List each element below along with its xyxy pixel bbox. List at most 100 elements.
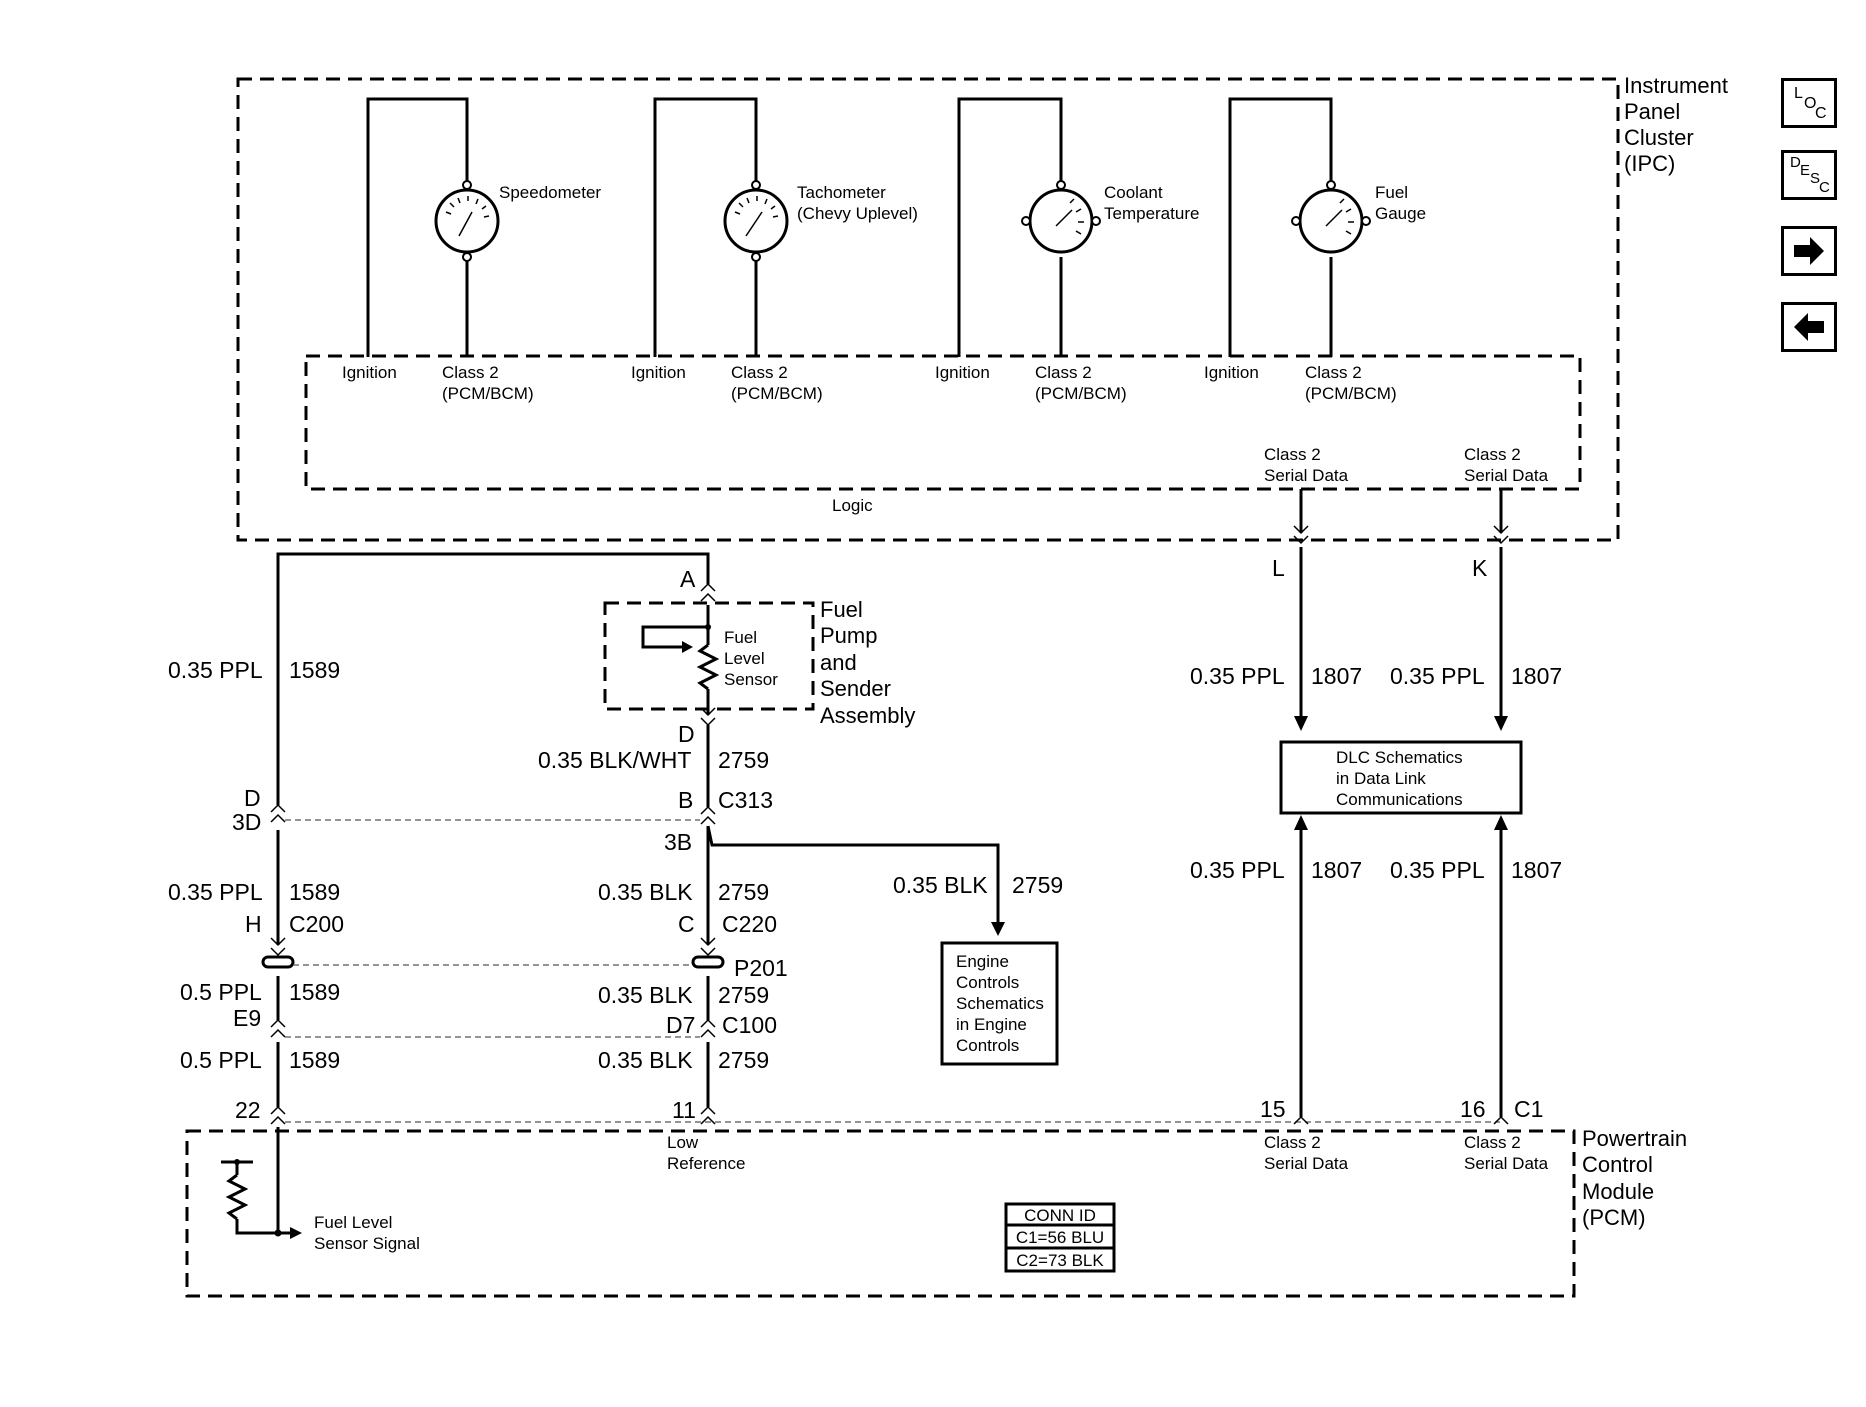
conn-e9: E9 (233, 1005, 261, 1031)
wire-left-1-circuit: 1589 (289, 657, 340, 683)
wire-dlc-2-circuit: 1807 (1511, 663, 1562, 689)
class2-label-4: Class 2(PCM/BCM) (1305, 363, 1397, 403)
pin-11: 11 (672, 1097, 696, 1123)
coolant-temperature-gauge: Coolant Temperature (957, 97, 1199, 357)
ignition-label-4: Ignition (1204, 363, 1259, 382)
wire-branch-gauge: 0.35 BLK (893, 872, 988, 898)
conn-d-top: D (678, 721, 695, 747)
gauge-label-2: Tachometer (Chevy Uplevel) (797, 183, 918, 223)
conn-c100: C100 (722, 1012, 777, 1038)
loc-letter-o: O (1804, 95, 1816, 112)
pcm-serial-label-15: Class 2 Serial Data (1264, 1133, 1349, 1173)
loc-button[interactable]: L O C (1781, 78, 1837, 128)
wire-left-3-gauge: 0.5 PPL (180, 979, 262, 1005)
wire-mid-2-circuit: 2759 (718, 879, 769, 905)
wire-dlc-4-circuit: 1807 (1511, 857, 1562, 883)
wire-left-2-circuit: 1589 (289, 879, 340, 905)
conn-c: C (678, 911, 695, 937)
conn-a: A (680, 566, 696, 592)
class2-label-2: Class 2(PCM/BCM) (731, 363, 823, 403)
next-arrow-icon (1794, 237, 1824, 265)
engine-controls-label: Engine Controls Schematics in Engine Con… (956, 952, 1049, 1055)
conn-c313: C313 (718, 787, 773, 813)
wire-dlc-3-circuit: 1807 (1311, 857, 1362, 883)
conn-3d: 3D (232, 809, 261, 835)
prev-button[interactable] (1781, 302, 1837, 352)
conn-c200: C200 (289, 911, 344, 937)
fuel-level-sensor (641, 582, 720, 727)
engine-controls-box[interactable] (940, 941, 1059, 1066)
conn-l: L (1272, 555, 1285, 581)
wire-dlc-1-gauge: 0.35 PPL (1190, 663, 1285, 689)
wire-dlc-3-gauge: 0.35 PPL (1190, 857, 1285, 883)
desc-letter-d: D (1790, 154, 1801, 171)
pin-15: 15 (1260, 1096, 1286, 1122)
wire-2759 (691, 725, 1005, 1125)
wire-left-1-gauge: 0.35 PPL (168, 657, 263, 683)
gauge-label-4: Fuel Gauge (1375, 183, 1426, 223)
wire-1589 (261, 552, 710, 1230)
next-button[interactable] (1781, 226, 1837, 276)
ignition-label-2: Ignition (631, 363, 686, 382)
ipc-boundary (236, 77, 1620, 542)
dlc-schematics-box[interactable] (1279, 740, 1523, 815)
conn-id-table: CONN ID C1=56 BLU C2=73 BLK (1004, 1202, 1116, 1273)
conn-p201: P201 (734, 955, 788, 981)
wire-mid-3-gauge: 0.35 BLK (598, 982, 693, 1008)
speedometer-gauge: Speedometer (366, 97, 601, 357)
class2-label-3: Class 2(PCM/BCM) (1035, 363, 1127, 403)
wire-left-2-gauge: 0.35 PPL (168, 879, 263, 905)
conn-c220: C220 (722, 911, 777, 937)
loc-letter-l: L (1794, 85, 1803, 102)
conn-d-left: D (244, 785, 261, 811)
conn-id-header: CONN ID (1024, 1206, 1096, 1225)
prev-arrow-icon (1794, 313, 1824, 341)
fuel-level-sensor-signal-label: Fuel Level Sensor Signal (314, 1213, 420, 1253)
wire-mid-4-gauge: 0.35 BLK (598, 1047, 693, 1073)
conn-k: K (1472, 555, 1488, 581)
fuel-gauge: Fuel Gauge (1228, 97, 1426, 357)
wire-left-3-circuit: 1589 (289, 979, 340, 1005)
desc-letter-s: S (1810, 170, 1820, 187)
fuel-level-sensor-label: Fuel Level Sensor (724, 628, 778, 689)
ipc-title: Instrument Panel Cluster (IPC) (1624, 73, 1734, 176)
wire-1807-l (1293, 489, 1309, 1125)
conn-d7: D7 (666, 1012, 695, 1038)
conn-b: B (678, 787, 693, 813)
low-reference-label: Low Reference (667, 1133, 745, 1173)
wire-left-4-gauge: 0.5 PPL (180, 1047, 262, 1073)
pin-16: 16 (1460, 1096, 1486, 1122)
wire-mid-3-circuit: 2759 (718, 982, 769, 1008)
wire-dlc-2-gauge: 0.35 PPL (1390, 663, 1485, 689)
wire-1807-k (1493, 489, 1509, 1125)
conn-id-c2: C2=73 BLK (1016, 1251, 1104, 1270)
pcm-title: Powertrain Control Module (PCM) (1582, 1126, 1693, 1230)
fuel-pump-title: Fuel Pump and Sender Assembly (820, 597, 915, 728)
wire-branch-circuit: 2759 (1012, 872, 1063, 898)
tachometer-gauge: Tachometer (Chevy Uplevel) (653, 97, 918, 357)
conn-h: H (245, 911, 262, 937)
conn-id-c1: C1=56 BLU (1016, 1228, 1104, 1247)
pcm-boundary (185, 1129, 1576, 1298)
wire-dlc-1-circuit: 1807 (1311, 663, 1362, 689)
conn-c1: C1 (1514, 1096, 1543, 1122)
wire-mid-4-circuit: 2759 (718, 1047, 769, 1073)
conn-3b: 3B (664, 829, 692, 855)
logic-label: Logic (832, 496, 873, 515)
wire-left-4-circuit: 1589 (289, 1047, 340, 1073)
ignition-label-3: Ignition (935, 363, 990, 382)
desc-letter-e: E (1800, 162, 1810, 179)
wire-mid-1-circuit: 2759 (718, 747, 769, 773)
wire-mid-2-gauge: 0.35 BLK (598, 879, 693, 905)
wire-dlc-4-gauge: 0.35 PPL (1390, 857, 1485, 883)
gauge-label-3: Coolant Temperature (1104, 183, 1199, 223)
wire-mid-1-gauge: 0.35 BLK/WHT (538, 747, 691, 773)
desc-button[interactable]: D E S C (1781, 150, 1837, 200)
class2-label-1: Class 2(PCM/BCM) (442, 363, 534, 403)
ignition-label-1: Ignition (342, 363, 397, 382)
pcm-fuel-signal-circuit (221, 1159, 302, 1239)
pin-22: 22 (235, 1097, 261, 1123)
